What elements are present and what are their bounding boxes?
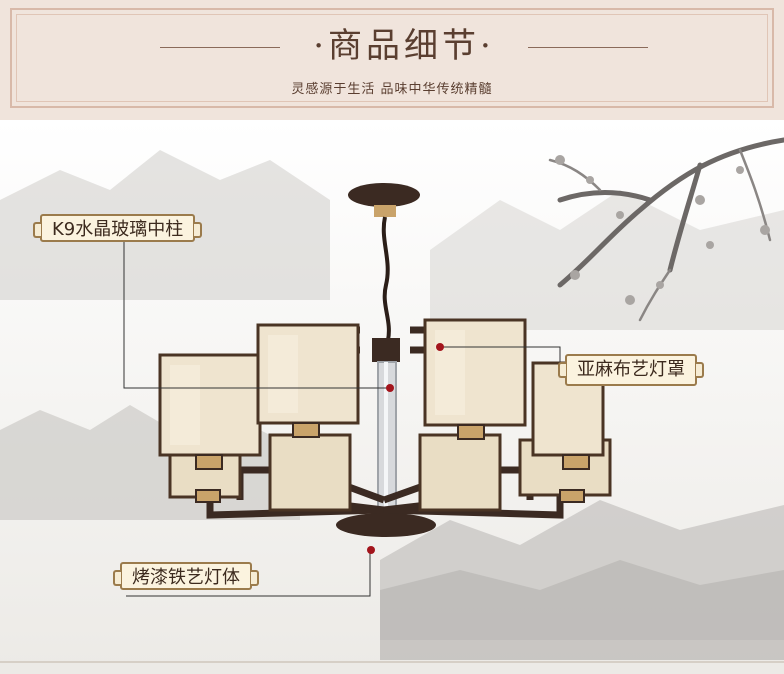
callout-label-lacquered-iron-body: 烤漆铁艺灯体	[113, 562, 259, 590]
header-frame	[10, 8, 774, 108]
title-rule-left	[160, 47, 280, 48]
callout-pin-k9	[386, 384, 394, 392]
section-subtitle: 灵感源于生活 品味中华传统精髓	[291, 82, 493, 97]
callout-label-linen-shade: 亚麻布艺灯罩	[558, 354, 704, 386]
header-band: ·商品细节· 灵感源于生活 品味中华传统精髓	[0, 0, 784, 120]
header-frame-inner	[16, 14, 768, 102]
callout-pin-linen	[436, 343, 444, 351]
callout-pin-iron	[367, 546, 375, 554]
callout-label-k9-crystal-column: K9水晶玻璃中柱	[32, 214, 203, 242]
title-rule-right	[528, 47, 648, 48]
section-title: ·商品细节·	[313, 26, 495, 66]
